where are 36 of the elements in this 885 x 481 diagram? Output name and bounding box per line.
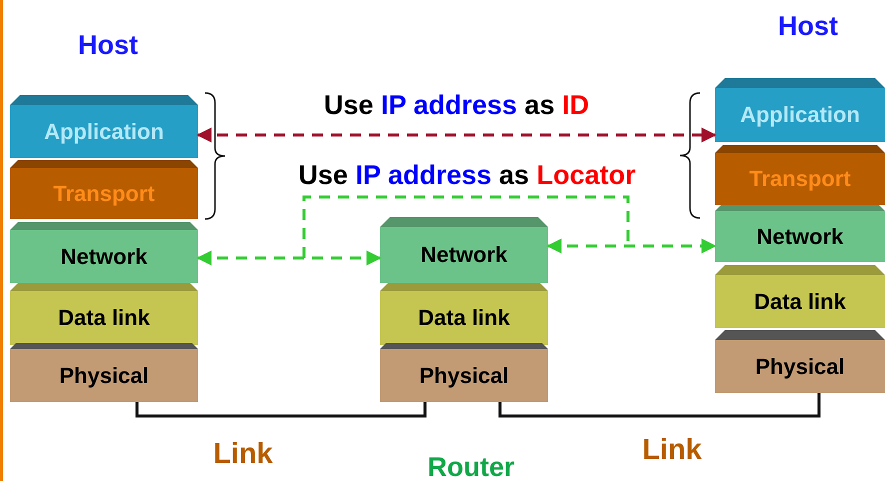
protocol-layer-block	[10, 343, 198, 402]
layer-label: Network	[420, 242, 508, 268]
host-label: Host	[77, 30, 139, 61]
link-line	[136, 402, 426, 418]
protocol-layer-block	[715, 78, 885, 142]
protocol-layer-block	[715, 265, 885, 328]
layer-label: Transport	[748, 166, 852, 192]
layer-label: Application	[739, 102, 861, 128]
dashed-arrow	[546, 238, 716, 254]
layer-label: Data link	[417, 305, 511, 331]
protocol-layer-block	[10, 222, 198, 283]
protocol-layer-block	[10, 283, 198, 345]
protocol-layer-block	[715, 205, 885, 262]
layer-label: Physical	[754, 354, 846, 380]
layer-label: Physical	[58, 362, 150, 388]
layer-label: Data link	[753, 288, 847, 314]
protocol-layer-block	[10, 95, 198, 158]
protocol-layer-block	[380, 283, 548, 345]
layer-label: Network	[756, 224, 844, 250]
host-label: Host	[777, 10, 839, 42]
layer-label: Application	[43, 118, 165, 144]
router-label: Router	[426, 452, 516, 481]
layer-label: Physical	[418, 362, 510, 388]
layer-label: Transport	[52, 180, 156, 206]
dashed-arrow	[196, 128, 716, 142]
edge-label: Use IP address as ID	[322, 90, 590, 121]
protocol-layer-block	[380, 343, 548, 402]
locator-caption: Use IP address as Locator	[297, 160, 637, 191]
layer-label: Network	[60, 244, 148, 270]
protocol-layer-block	[380, 217, 548, 283]
protocol-layer-block	[10, 160, 198, 219]
layer-label: Data link	[57, 305, 151, 331]
link-line	[498, 393, 820, 418]
protocol-layer-block	[715, 145, 885, 205]
protocol-layer-block	[715, 330, 885, 393]
dashed-arrow	[196, 250, 382, 266]
